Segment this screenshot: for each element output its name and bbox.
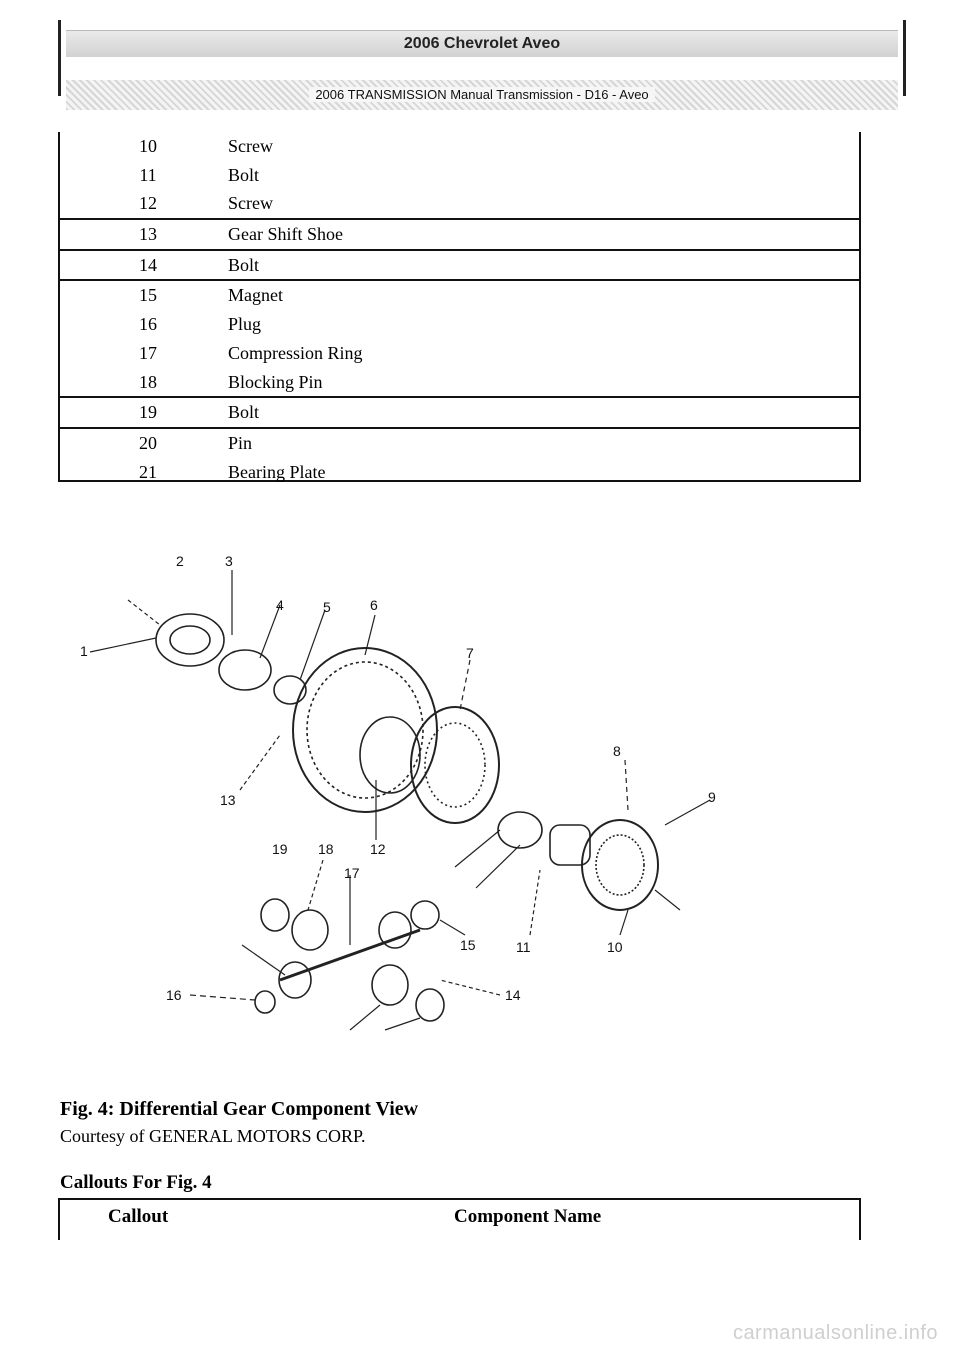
header-right-rule — [903, 20, 906, 96]
header-title: 2006 Chevrolet Aveo — [66, 30, 898, 57]
part-number: 21 — [139, 461, 157, 482]
differential-gear-diagram: 1 2 3 4 5 6 7 8 9 10 11 12 13 14 15 16 1… — [80, 553, 716, 1031]
part-name: Blocking Pin — [228, 371, 323, 392]
callout-label: 7 — [466, 645, 474, 661]
callout-label: 3 — [225, 553, 233, 569]
table-row: 15 Magnet — [60, 279, 859, 310]
part-number: 13 — [139, 224, 157, 245]
part-name: Bolt — [228, 402, 260, 423]
part-name: Compression Ring — [228, 342, 363, 363]
callouts-heading: Callouts For Fig. 4 — [60, 1172, 212, 1193]
part-number: 14 — [139, 254, 157, 275]
pinion-shaft — [279, 928, 421, 982]
table-row: 16 Plug — [60, 310, 859, 339]
part-name: Plug — [228, 314, 262, 335]
washer-shape — [410, 900, 440, 930]
table-row: 19 Bolt — [60, 396, 859, 427]
part-name: Screw — [228, 193, 273, 214]
part-name: Magnet — [228, 285, 283, 306]
callout-label: 19 — [272, 841, 288, 857]
gear-shape — [378, 911, 412, 949]
housing-detail — [595, 834, 645, 896]
case-detail — [424, 722, 486, 808]
figure-credit: Courtesy of GENERAL MOTORS CORP. — [60, 1126, 366, 1146]
part-number: 16 — [139, 314, 157, 335]
callout-label: 1 — [80, 643, 88, 659]
callout-label: 5 — [323, 599, 331, 615]
bearing-shape — [155, 613, 225, 667]
part-name: Bolt — [228, 164, 260, 185]
bearing-shape — [497, 811, 543, 849]
document-header: 2006 Chevrolet Aveo 2006 TRANSMISSION Ma… — [58, 20, 906, 110]
part-name: Bolt — [228, 254, 260, 275]
callout-label: 2 — [176, 553, 184, 569]
table-row: 14 Bolt — [60, 248, 859, 280]
column-header-component-name: Component Name — [454, 1206, 602, 1227]
callout-label: 18 — [318, 841, 334, 857]
case-shape — [410, 706, 500, 824]
part-number: 11 — [139, 164, 157, 185]
callout-label: 8 — [613, 743, 621, 759]
part-name: Gear Shift Shoe — [228, 224, 343, 245]
gear-shape — [371, 964, 409, 1006]
part-number: 18 — [139, 371, 157, 392]
table-row: 21 Bearing Plate — [60, 458, 859, 487]
callout-label: 15 — [460, 937, 476, 953]
part-number: 19 — [139, 402, 157, 423]
washer-shape — [260, 898, 290, 932]
part-name: Pin — [228, 432, 253, 453]
housing-shape — [581, 819, 659, 911]
table-row: 17 Compression Ring — [60, 339, 859, 368]
table-row: 18 Blocking Pin — [60, 368, 859, 397]
washer-shape — [254, 990, 276, 1014]
ring-gear-shape — [292, 647, 438, 813]
table-row: 20 Pin — [60, 426, 859, 458]
callout-label: 11 — [516, 939, 531, 955]
gear-shape — [278, 961, 312, 999]
washer-shape — [415, 988, 445, 1022]
sleeve-shape — [549, 824, 591, 866]
table-row: 13 Gear Shift Shoe — [60, 218, 859, 249]
callout-label: 4 — [276, 597, 284, 613]
gear-shape — [218, 649, 272, 691]
callout-label: 16 — [166, 987, 182, 1003]
part-name: Bearing Plate — [228, 461, 326, 482]
part-number: 20 — [139, 432, 157, 453]
header-subtitle: 2006 TRANSMISSION Manual Transmission - … — [309, 87, 655, 102]
callout-label: 13 — [220, 792, 236, 808]
header-left-rule — [58, 20, 61, 96]
callout-table-header: Callout Component Name — [58, 1198, 861, 1240]
header-subtitle-band: 2006 TRANSMISSION Manual Transmission - … — [66, 80, 898, 110]
part-number: 10 — [139, 136, 157, 156]
callout-label: 14 — [505, 987, 521, 1003]
figure-caption: Fig. 4: Differential Gear Component View — [60, 1098, 419, 1120]
part-name: Screw — [228, 136, 273, 156]
part-number: 12 — [139, 193, 157, 214]
callout-label: 6 — [370, 597, 378, 613]
ring-shape — [273, 675, 307, 705]
part-number: 17 — [139, 342, 157, 363]
callout-label: 10 — [607, 939, 623, 955]
callout-label: 12 — [370, 841, 386, 857]
column-header-callout: Callout — [108, 1206, 169, 1227]
table-row: 11 Bolt — [60, 161, 859, 190]
ring-gear-teeth — [306, 661, 424, 799]
bearing-shape — [169, 625, 211, 655]
part-number: 15 — [139, 285, 157, 306]
table-row: 12 Screw — [60, 189, 859, 218]
case-shape — [359, 716, 421, 794]
table-row: 10 Screw — [60, 132, 859, 161]
callout-label: 9 — [708, 789, 716, 805]
watermark: carmanualsonline.info — [732, 1322, 938, 1344]
gear-shape — [291, 909, 329, 951]
callout-label: 17 — [344, 865, 360, 881]
